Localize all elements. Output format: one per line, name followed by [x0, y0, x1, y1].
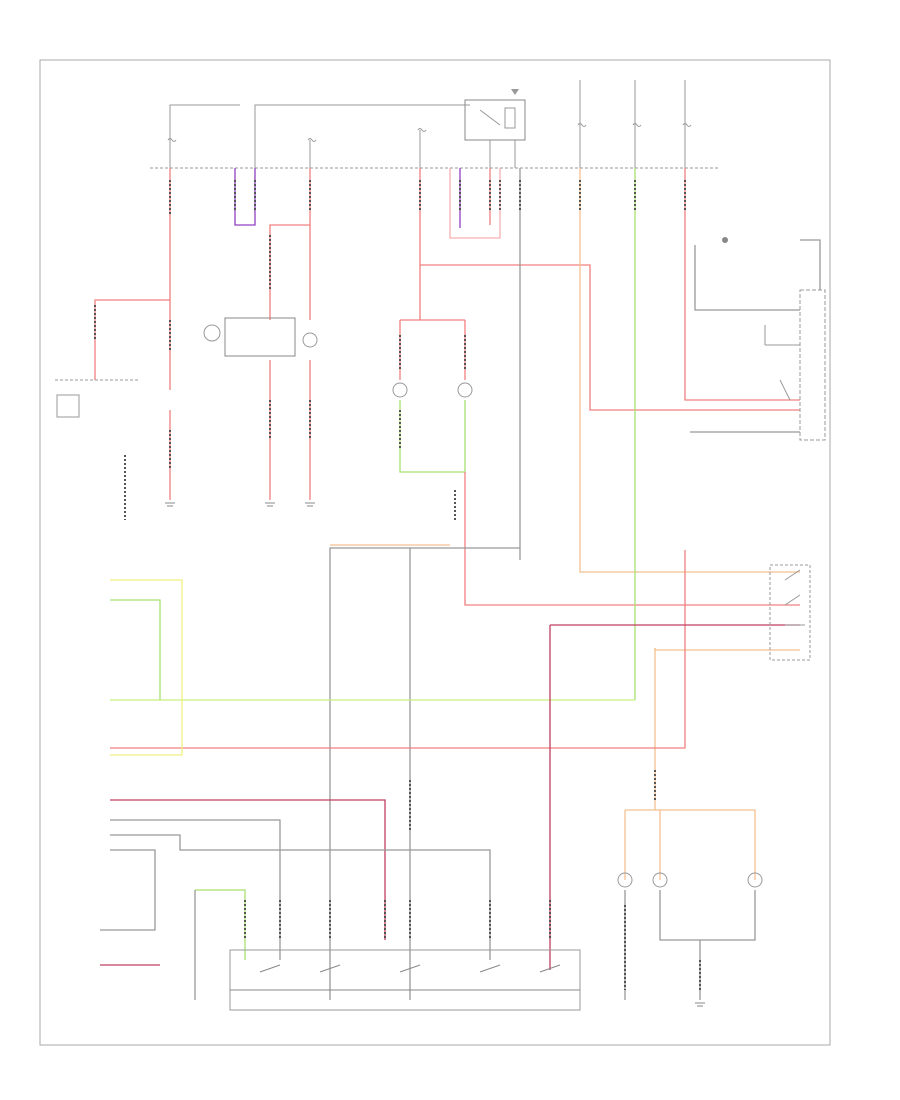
instrument-cluster: [799, 289, 826, 441]
drl-indicator: [302, 332, 318, 348]
fuse-symbols: [167, 123, 692, 142]
ground-symbols: [165, 502, 705, 1007]
diagram-frame: [39, 59, 831, 1046]
drl-module-connector: [203, 324, 221, 342]
headlight-switch-contacts: [230, 964, 580, 991]
relay-terminal-arrow: [511, 89, 519, 95]
high-beam-indicator: [722, 237, 728, 243]
headlight-relay: [464, 99, 526, 141]
wire-harness: [94, 168, 821, 1000]
headlight-switch: [229, 949, 581, 1011]
relay-internals: [479, 107, 516, 168]
right-front-park-lamp: [652, 872, 668, 888]
connector-marks: [94, 180, 701, 990]
right-headlight-bulb: [457, 382, 473, 398]
dimmer-switch-contacts: [784, 569, 805, 626]
parking-brake-switch: [56, 394, 80, 418]
left-front-park-lamp: [617, 872, 633, 888]
dimmer-switch: [769, 564, 811, 661]
right-front-side-marker: [747, 872, 763, 888]
drl-module: [224, 317, 296, 357]
left-headlight-bulb: [392, 382, 408, 398]
cluster-internals: [764, 325, 800, 401]
